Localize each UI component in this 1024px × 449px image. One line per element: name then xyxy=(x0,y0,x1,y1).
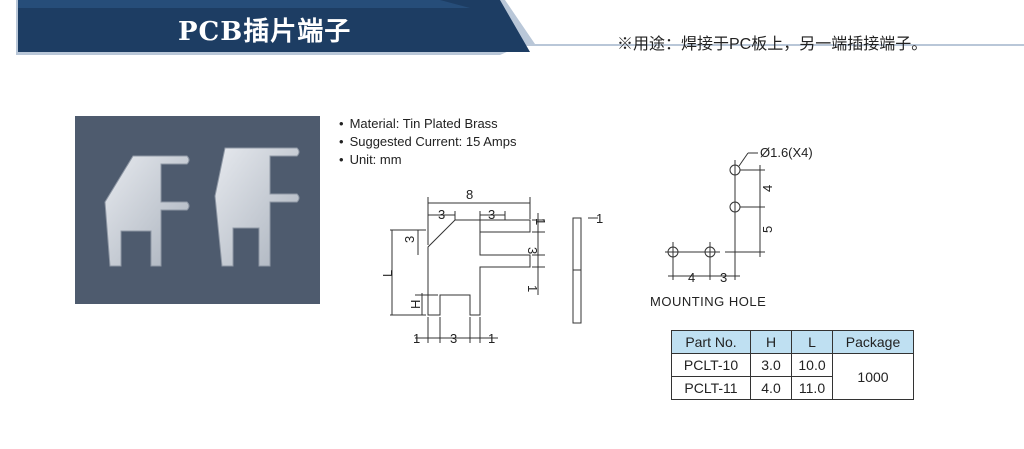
col-l: L xyxy=(791,330,833,354)
table-header-row: Part No. H L Package xyxy=(671,330,914,354)
parts-table: Part No. H L Package PCLT-10 3.0 10.0 10… xyxy=(671,330,914,400)
dim-H: H xyxy=(408,300,423,309)
cell-part: PCLT-11 xyxy=(671,376,751,400)
spec-material: Material: Tin Plated Brass xyxy=(339,115,517,133)
dim-vert-3a: 3 xyxy=(402,236,417,243)
dim-bottom-1a: 1 xyxy=(413,331,420,346)
terminal-drawing: 8 3 3 1 1 3 3 1 L H 1 3 1 xyxy=(380,187,603,346)
col-package: Package xyxy=(832,330,914,354)
dim-vert-3b: 3 xyxy=(525,247,540,254)
page-title: PCB插片端子 xyxy=(178,17,352,47)
spec-list: Material: Tin Plated Brass Suggested Cur… xyxy=(339,115,517,169)
dim-left-tab: 3 xyxy=(438,207,445,222)
header-banner: PCB插片端子 xyxy=(0,0,1024,60)
dim-bottom-1b: 1 xyxy=(488,331,495,346)
hole-label: Ø1.6(X4) xyxy=(760,145,813,160)
dim-4h: 4 xyxy=(688,270,695,285)
terminal-photo-image xyxy=(104,147,300,267)
dim-L: L xyxy=(380,270,395,277)
cell-l: 11.0 xyxy=(791,376,833,400)
dim-top: 1 xyxy=(533,218,548,225)
dim-side-thick: 1 xyxy=(596,211,603,226)
product-photo xyxy=(75,116,320,304)
cell-package: 1000 xyxy=(832,353,914,400)
table-row: PCLT-10 3.0 10.0 1000 xyxy=(671,353,914,400)
cell-l: 10.0 xyxy=(791,353,833,377)
dim-bottom-3: 3 xyxy=(450,331,457,346)
dim-width: 8 xyxy=(466,187,473,202)
cell-h: 4.0 xyxy=(750,376,792,400)
dim-4v: 4 xyxy=(760,185,775,192)
dim-3h: 3 xyxy=(720,270,727,285)
cell-h: 3.0 xyxy=(750,353,792,377)
usage-note: ※用途：焊接于PC板上，另一端插接端子。 xyxy=(617,36,928,53)
banner-shape xyxy=(0,0,1024,55)
col-part-no: Part No. xyxy=(671,330,751,354)
dim-right-tab: 3 xyxy=(488,207,495,222)
spec-current: Suggested Current: 15 Amps xyxy=(339,133,517,151)
dim-vert-1: 1 xyxy=(525,285,540,292)
mounting-hole-drawing: Ø1.6(X4) 4 5 4 3 xyxy=(665,145,813,285)
cell-part: PCLT-10 xyxy=(671,353,751,377)
col-h: H xyxy=(750,330,792,354)
table-row: PCLT-11 4.0 11.0 xyxy=(671,376,914,400)
dim-5v: 5 xyxy=(760,226,775,233)
spec-unit: Unit: mm xyxy=(339,151,517,169)
mounting-hole-caption: MOUNTING HOLE xyxy=(650,294,767,309)
